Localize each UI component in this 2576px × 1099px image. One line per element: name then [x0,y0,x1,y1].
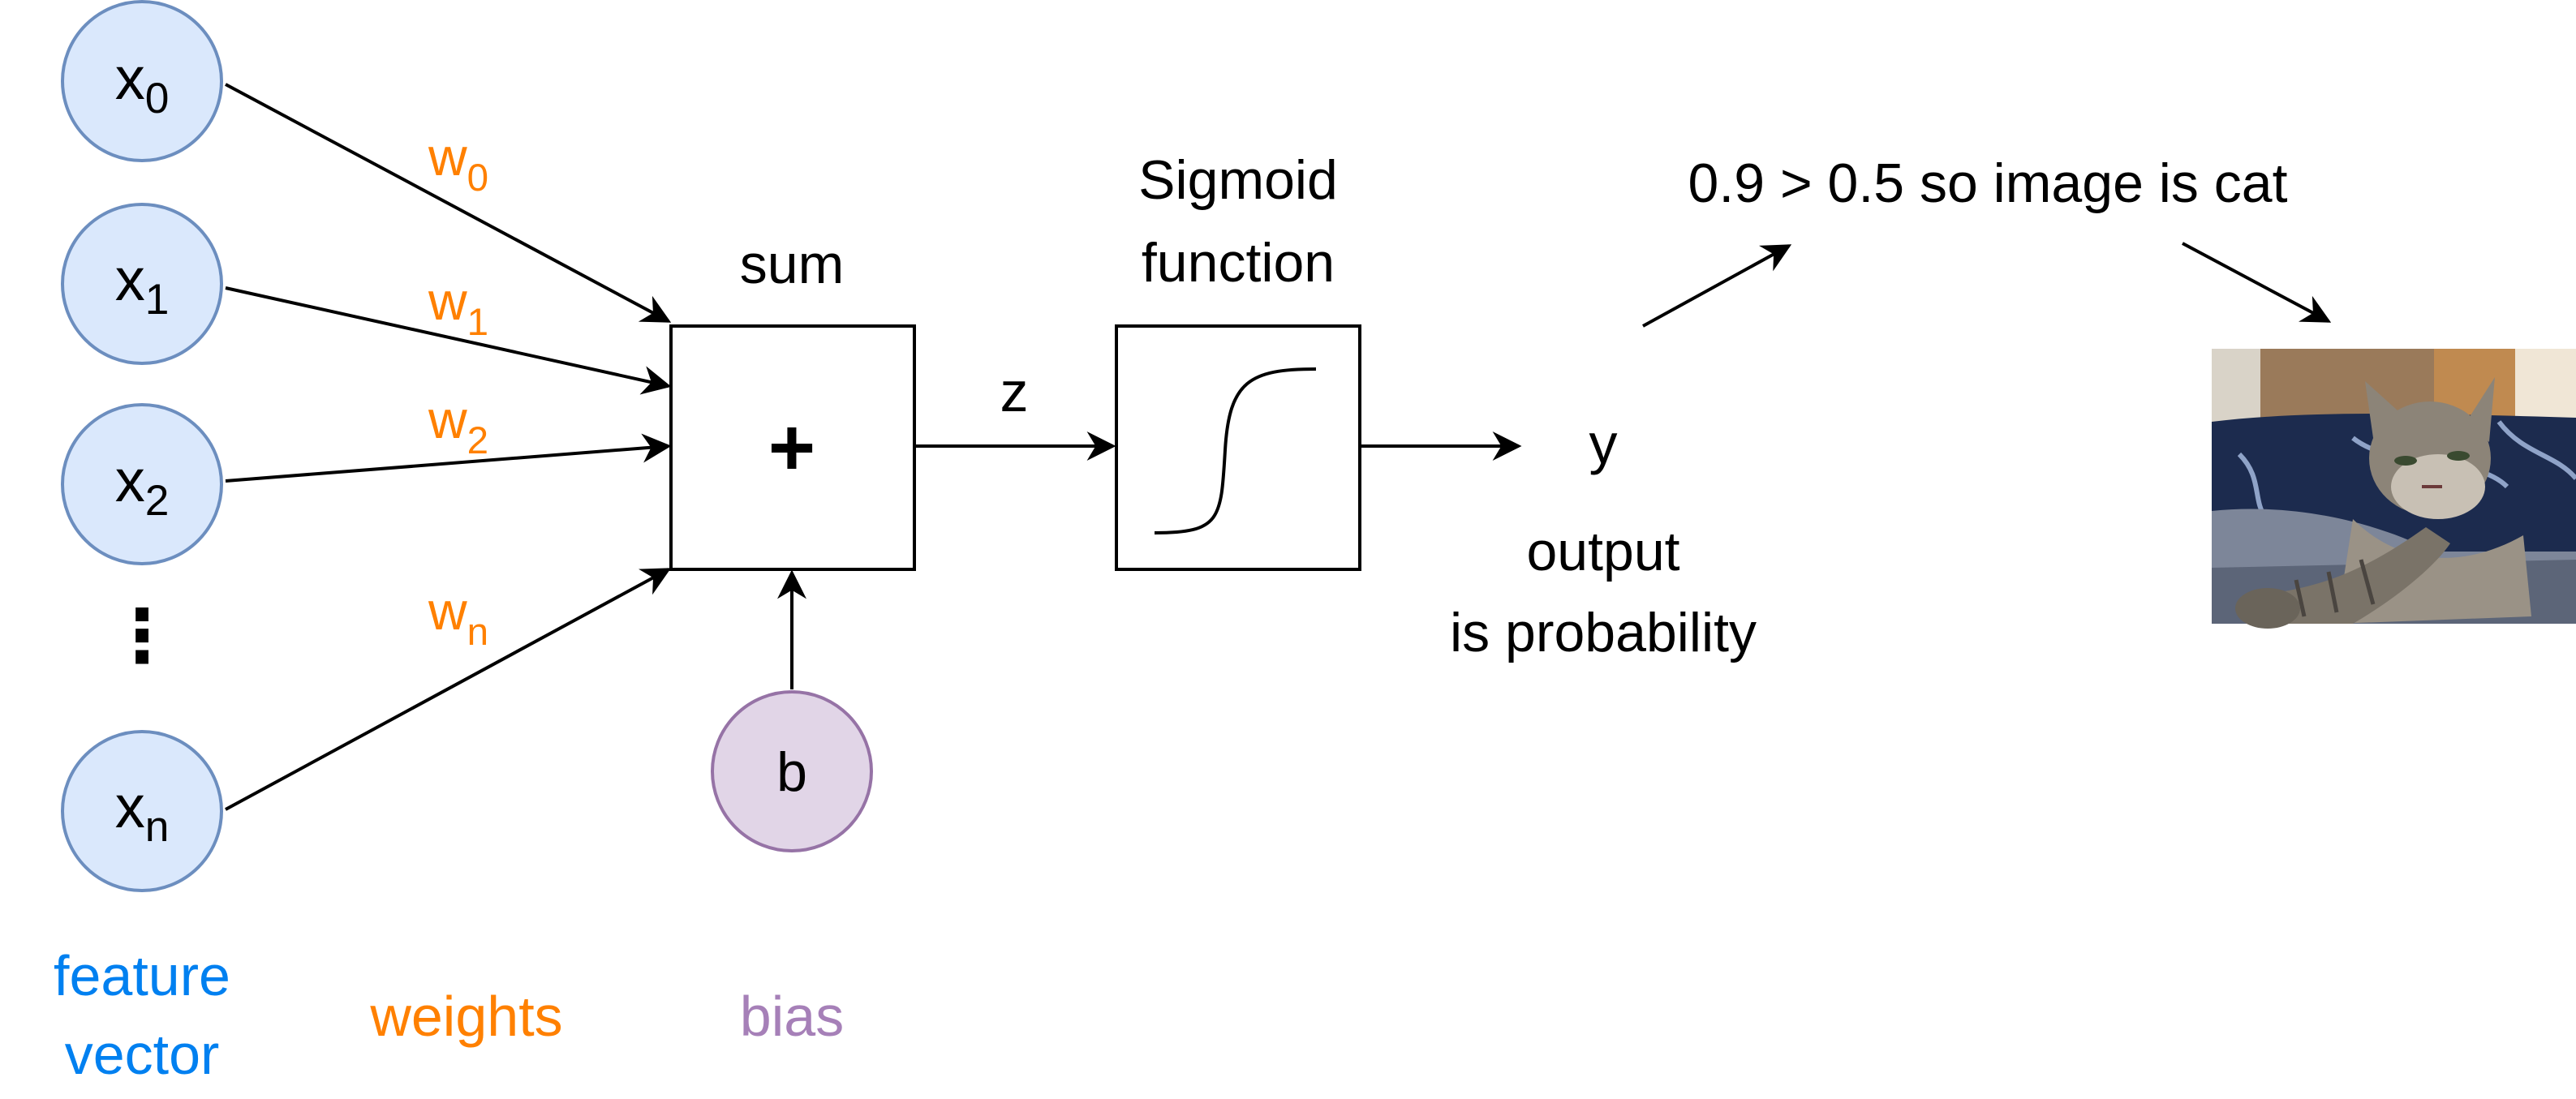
edge-x2-sum [225,433,672,483]
sum-box [669,324,916,571]
input-node-x0 [61,0,223,162]
arrow-output-decision [1642,244,1792,328]
input-node-xn [61,730,223,892]
input-base-x1: x [114,246,145,313]
weight-sub-w2: 2 [467,419,489,462]
edge-x1-sum [225,286,672,395]
output-symbol: y [1589,412,1618,475]
input-label-x0: x0 [115,49,170,121]
input-label-xn: xn [115,777,170,849]
z-label: z [1000,360,1029,423]
output-caption-line2: is probability [1450,602,1757,663]
sigmoid-title: Sigmoid [1138,149,1338,211]
edge-x0-sum [225,83,672,323]
input-node-x1 [61,203,223,365]
caption-weights: weights [370,985,563,1048]
weight-sub-wn: n [467,611,489,654]
weight-sub-w0: 0 [467,157,489,200]
sum-plus-symbol: + [768,402,816,493]
bias-node [711,690,873,852]
input-sub-x1: 1 [144,276,170,324]
inputs-ellipsis: ⋮ [105,596,178,677]
input-base-xn: x [114,773,145,840]
bias-symbol: b [776,741,807,803]
weight-base-w1: w [428,271,467,331]
input-label-x2: x2 [115,451,170,523]
sigmoid-curve [1154,367,1317,534]
edge-xn-sum [225,568,672,811]
weight-label-w2: w2 [428,393,488,460]
output-caption-line1: output [1526,521,1680,582]
caption-bias: bias [739,985,845,1048]
weight-base-w0: w [428,127,467,187]
weight-base-wn: w [428,581,467,641]
arrow-decision-image [2182,242,2332,323]
weight-base-w2: w [428,389,467,449]
input-node-x2 [61,403,223,565]
sigmoid-subtitle: function [1141,232,1335,294]
weight-label-w0: w0 [428,130,488,197]
cat-photo [2212,349,2576,629]
sigmoid-box [1115,324,1361,571]
decision-text: 0.9 > 0.5 so image is cat [1688,152,2288,214]
weight-label-w1: w1 [428,271,488,341]
input-sub-x2: 2 [144,477,170,526]
caption-feature-line1: feature [54,944,230,1007]
input-base-x2: x [114,447,145,514]
caption-feature-line2: vector [64,1023,220,1086]
input-label-x1: x1 [115,250,170,322]
weight-label-wn: wn [428,581,488,651]
input-sub-xn: n [144,803,170,852]
weight-sub-w1: 1 [467,301,489,344]
input-base-x0: x [114,45,145,112]
input-sub-x0: 0 [144,75,170,123]
sum-label: sum [739,234,845,295]
